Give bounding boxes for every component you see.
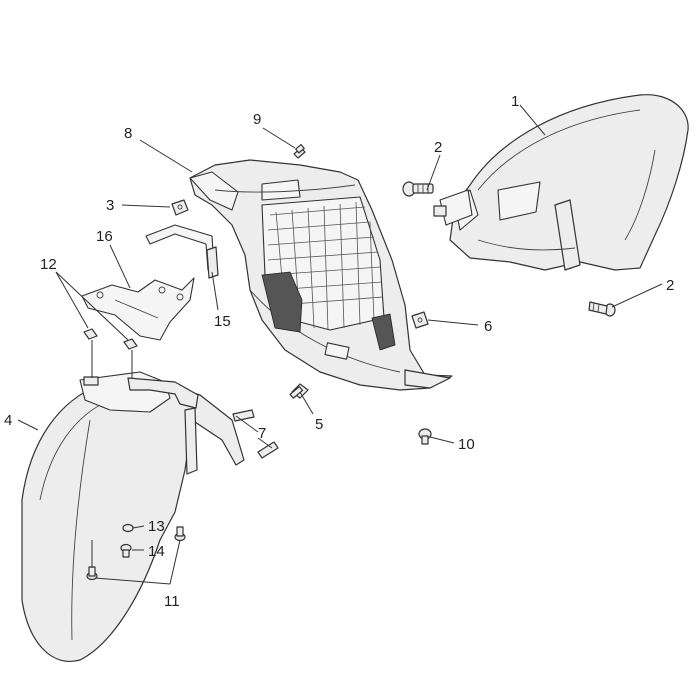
callout-2-lower: 2	[666, 277, 674, 294]
leader-lines	[17, 104, 663, 585]
screw-2-upper	[402, 181, 434, 197]
screw-14	[120, 543, 132, 558]
callout-1: 1	[511, 93, 519, 110]
callout-12: 12	[40, 256, 57, 273]
callout-15: 15	[214, 313, 231, 330]
clip-nut-12a	[83, 328, 98, 340]
callout-2-upper: 2	[434, 139, 442, 156]
screw-5	[289, 383, 309, 399]
clip-7a	[232, 409, 255, 422]
callout-3: 3	[106, 197, 114, 214]
callout-7: 7	[258, 425, 266, 442]
callout-9: 9	[253, 111, 261, 128]
callout-10: 10	[458, 436, 475, 453]
callout-14: 14	[148, 543, 165, 560]
callout-8: 8	[124, 125, 132, 142]
screw-10	[418, 428, 432, 445]
bracket-15	[145, 224, 219, 279]
callout-16: 16	[96, 228, 113, 245]
rear-mudguard	[449, 94, 689, 271]
clip-nut-12b	[123, 338, 138, 350]
screw-2-lower	[588, 301, 616, 317]
screw-11b	[86, 566, 98, 581]
screw-11a	[174, 526, 186, 542]
clip-nut-6	[411, 311, 429, 329]
callout-4: 4	[4, 412, 12, 429]
bracket-16	[81, 277, 195, 341]
clip-7b	[257, 441, 279, 459]
callout-11: 11	[164, 593, 180, 610]
callout-13: 13	[148, 518, 165, 535]
screw-9	[293, 143, 306, 159]
callout-6: 6	[484, 318, 492, 335]
inner-shield-vents	[261, 271, 396, 351]
callout-5: 5	[315, 416, 323, 433]
front-mudguard	[21, 371, 245, 662]
clip-nut-3	[171, 199, 189, 216]
washer-13	[122, 523, 134, 533]
callout-labels: 1 2 2 3 4 5 6 7 8 9 10 11 12 13 14 15 16	[4, 93, 674, 610]
bracket-clip	[433, 189, 473, 226]
